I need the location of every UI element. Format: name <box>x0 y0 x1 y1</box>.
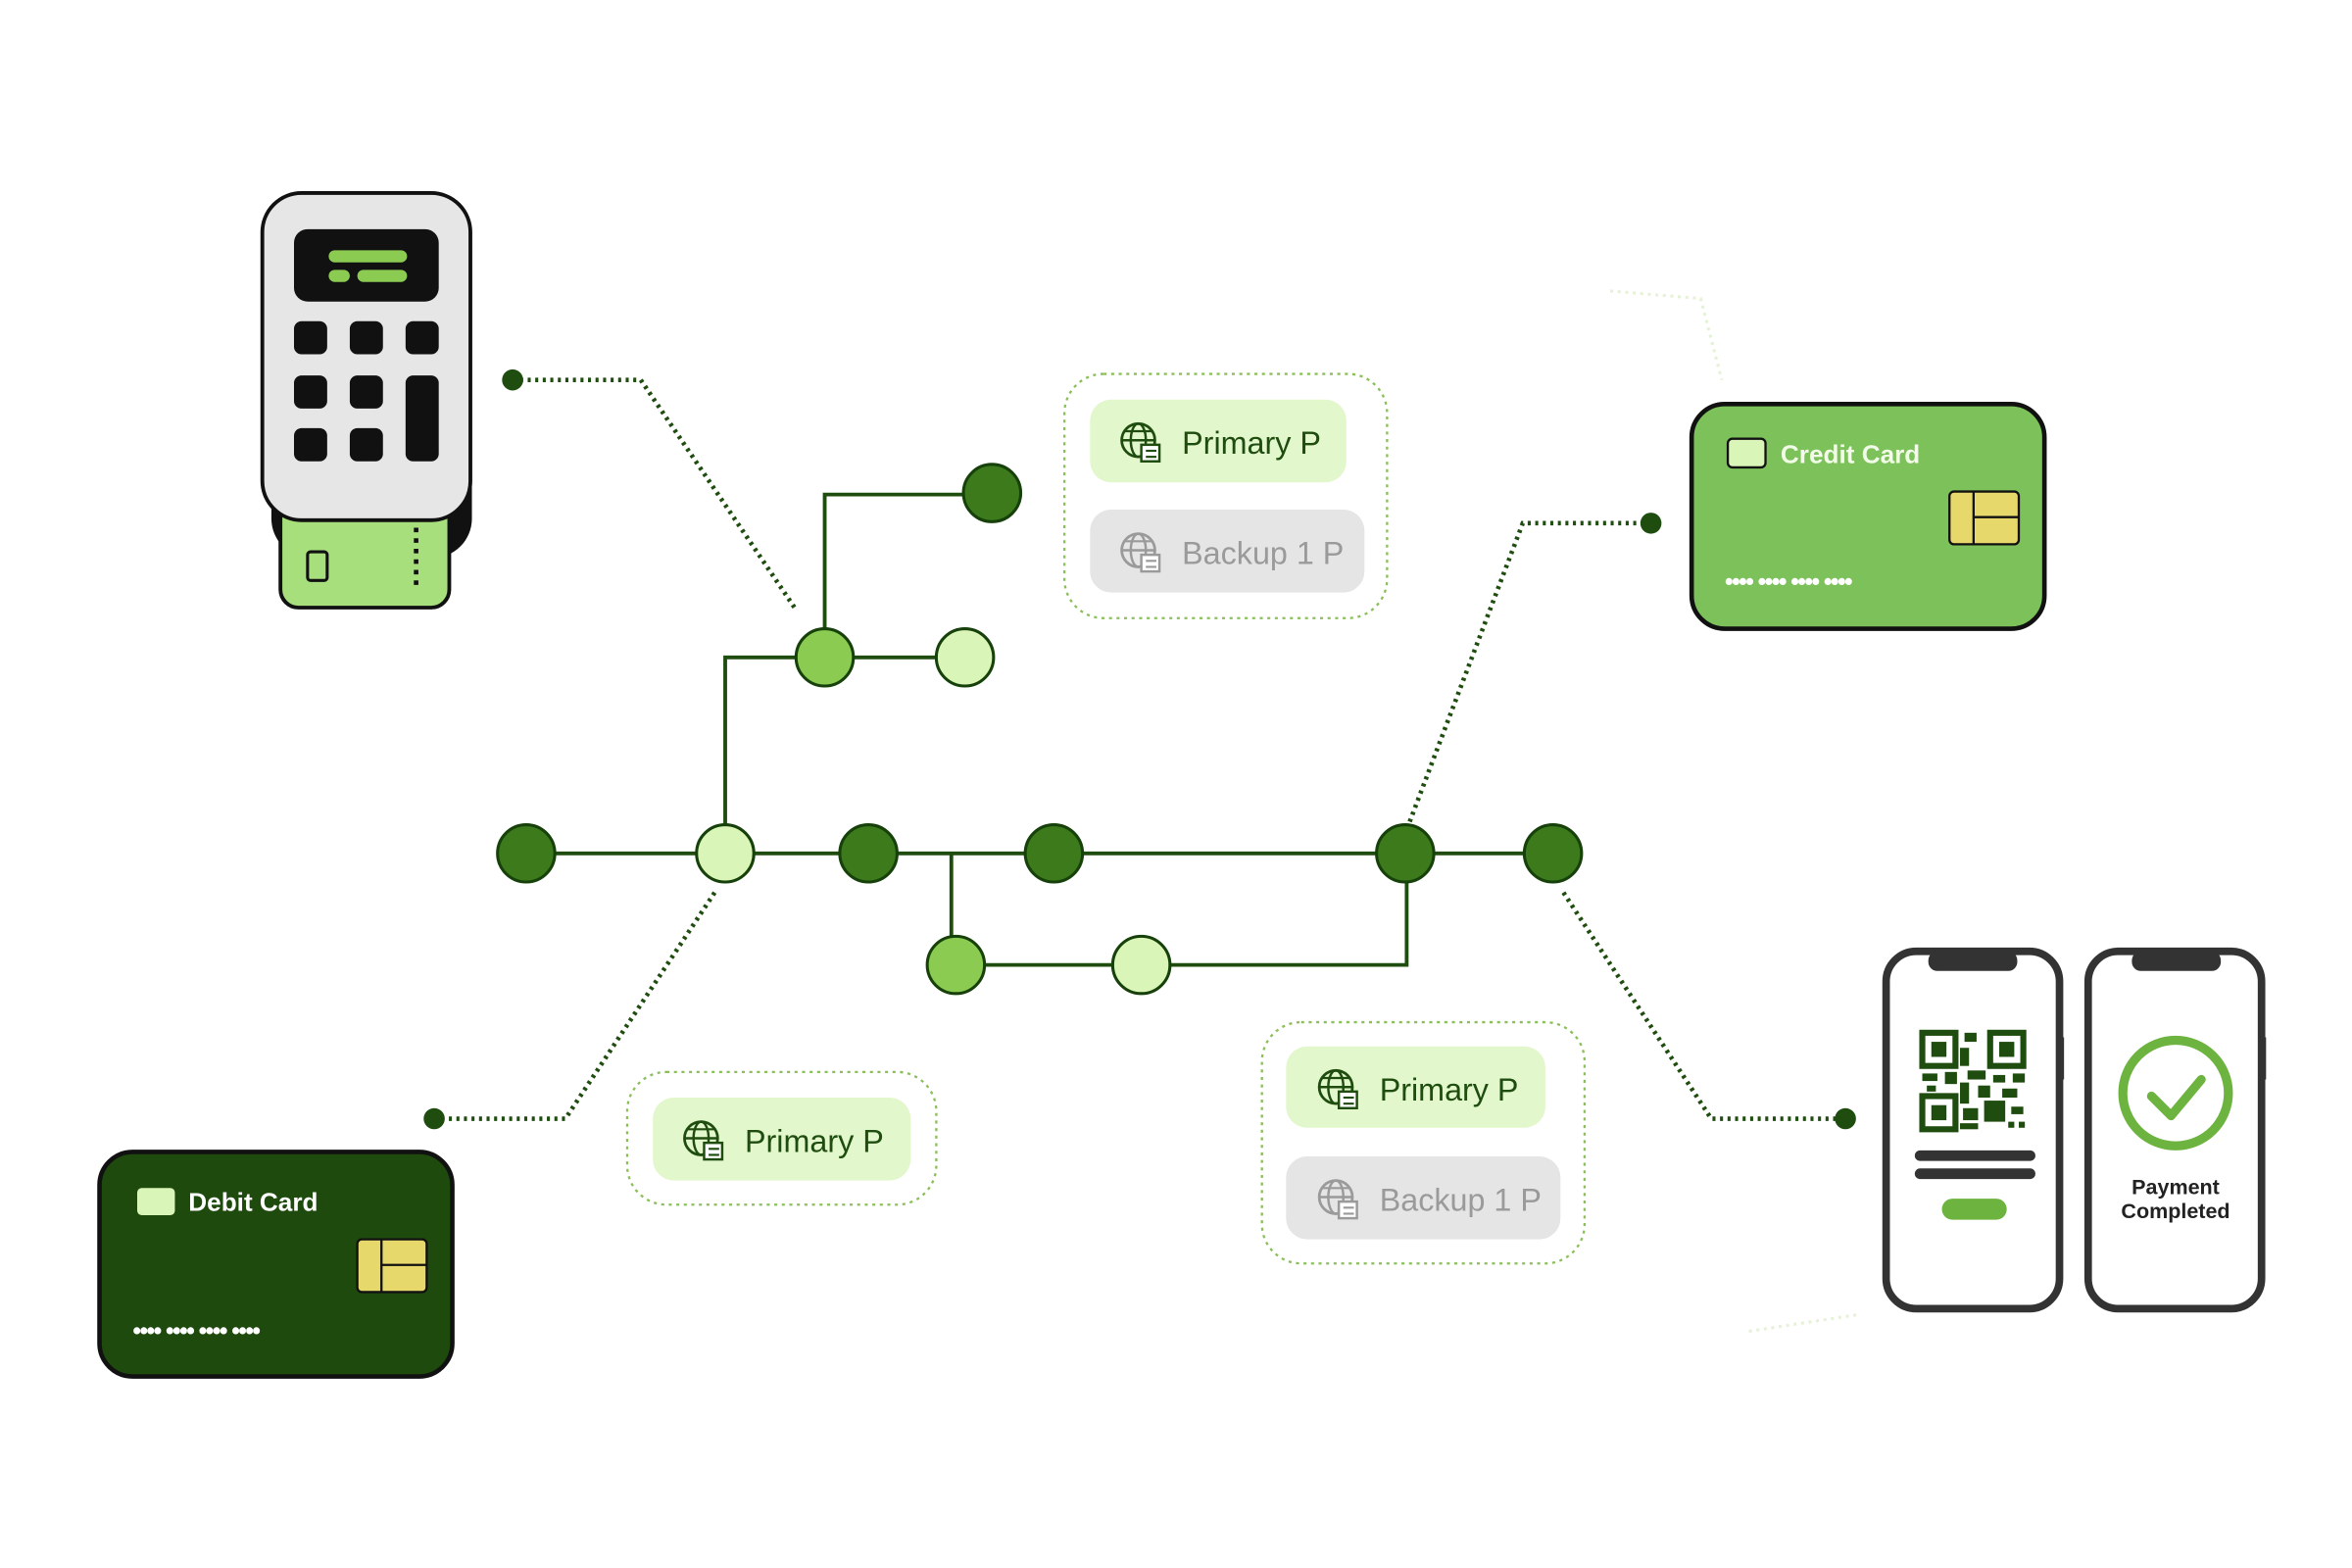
gateway-group-2: Primary P <box>625 1070 938 1206</box>
gateway-primary-label: Primary P <box>745 1123 884 1158</box>
gateway-backup-label: Backup 1 P <box>1182 535 1344 570</box>
success-text-line1: Payment <box>2132 1175 2220 1199</box>
gateway-backup-button[interactable]: Backup 1 P <box>1090 510 1365 593</box>
gateway-primary-label: Primary P <box>1182 425 1321 461</box>
check-circle-icon <box>2118 1035 2233 1151</box>
card-icon <box>1726 437 1767 469</box>
connector-endpoint <box>1640 513 1662 534</box>
connector-endpoint <box>423 1107 445 1130</box>
route-node <box>695 823 756 884</box>
branch-route <box>822 492 993 658</box>
credit-card: Credit Card •••• •••• •••• •••• <box>1689 402 2047 631</box>
branch-route <box>723 655 965 854</box>
connector-endpoint <box>502 368 523 391</box>
qr-code-icon <box>1919 1029 2027 1133</box>
branch-route <box>949 853 1409 967</box>
gateway-backup-label: Backup 1 P <box>1380 1182 1542 1217</box>
phone-connector <box>1561 891 1846 1121</box>
credit-card-label: Credit Card <box>1781 439 1920 468</box>
terminal-connector <box>513 377 797 610</box>
route-node <box>496 823 557 884</box>
route-node <box>925 934 987 996</box>
route-node <box>961 463 1023 523</box>
pay-button[interactable] <box>1941 1199 2007 1220</box>
card-number: •••• •••• •••• •••• <box>132 1318 260 1345</box>
credit-connector <box>1407 520 1651 823</box>
gateway-primary-button[interactable]: Primary P <box>1286 1046 1545 1128</box>
card-terminal <box>260 191 472 610</box>
chip-icon <box>1948 490 2021 546</box>
faint-connector <box>1609 289 1724 381</box>
card-icon <box>137 1188 175 1215</box>
route-node <box>1110 934 1172 996</box>
gateway-group-1: Primary P Backup 1 P <box>1063 372 1389 619</box>
debit-card-label: Debit Card <box>188 1187 318 1216</box>
chip-icon <box>356 1238 428 1294</box>
card-number: •••• •••• •••• •••• <box>1725 569 1852 596</box>
gateway-group-3: Primary P Backup 1 P <box>1260 1020 1587 1265</box>
phone-qr <box>1882 947 2065 1313</box>
faint-connector <box>1748 1313 1858 1333</box>
connector-endpoint <box>1835 1107 1856 1130</box>
gateway-backup-button[interactable]: Backup 1 P <box>1286 1156 1561 1240</box>
phone-success: Payment Completed <box>2083 947 2267 1313</box>
gateway-primary-label: Primary P <box>1380 1072 1519 1107</box>
route-node <box>1023 823 1085 884</box>
success-text-line2: Completed <box>2121 1200 2230 1223</box>
route-node <box>838 823 899 884</box>
route-node <box>794 627 856 688</box>
gateway-primary-button[interactable]: Primary P <box>653 1098 911 1181</box>
route-node <box>934 627 996 688</box>
gateway-primary-button[interactable]: Primary P <box>1090 399 1347 483</box>
debit-card: Debit Card •••• •••• •••• •••• <box>97 1150 455 1379</box>
route-node <box>1375 823 1436 884</box>
route-node <box>1522 823 1584 884</box>
